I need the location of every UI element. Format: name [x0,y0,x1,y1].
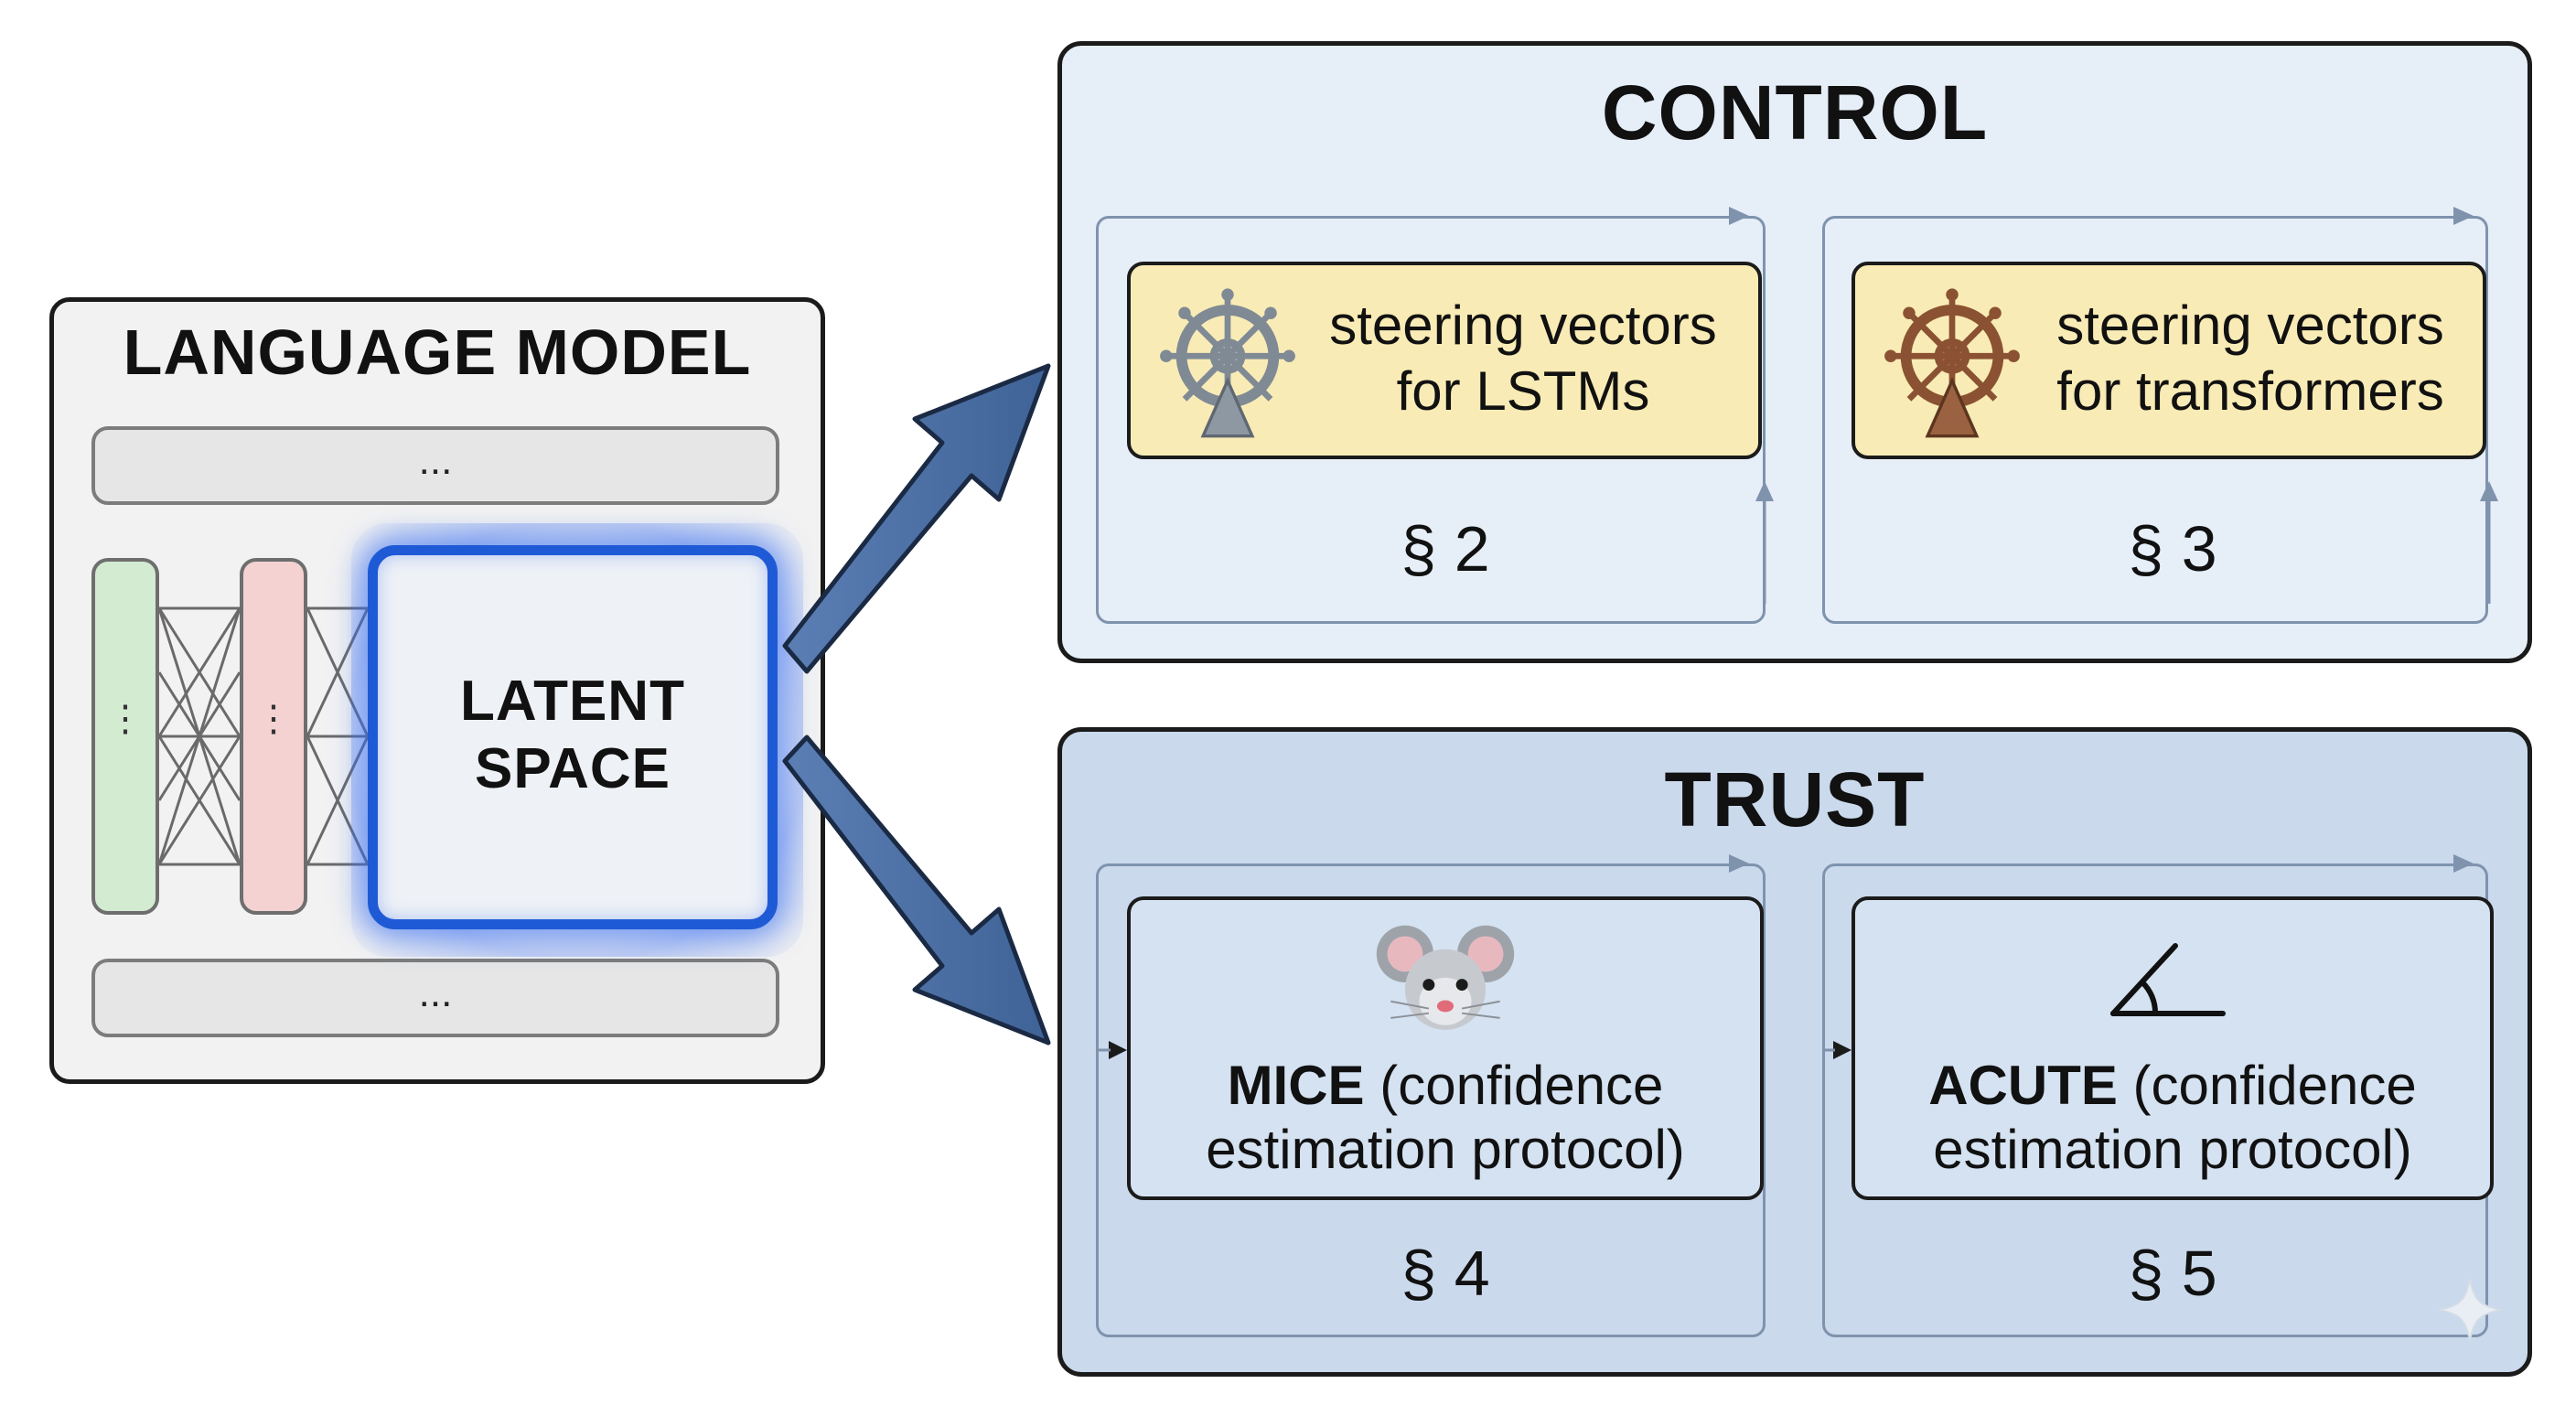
arrow-to-control [782,363,1051,674]
latent-space-label: LATENT SPACE [368,668,778,803]
section-4-label: § 4 [1401,1238,1490,1309]
hidden-layer: ⋮ [240,558,307,915]
control-title: CONTROL [1601,70,1989,156]
arrow-to-trust [782,735,1051,1046]
section-5-label: § 5 [2128,1238,2217,1309]
control-transformer-frame [1822,216,2488,624]
section-2-label: § 2 [1401,513,1490,585]
top-layer-ellipsis: ... [91,426,779,505]
trust-title: TRUST [1664,756,1926,842]
mouse-icon [1376,925,1515,1030]
mice-desc-line2: estimation protocol) [1206,1119,1685,1180]
steering-lstm-line2: for LSTMs [1396,360,1650,422]
steering-transformer-line2: for transformers [2056,360,2444,422]
steering-lstm-label: steering vectors for LSTMs [1299,293,1747,424]
language-model-title: LANGUAGE MODEL [123,316,752,388]
section-3-label: § 3 [2128,513,2217,585]
steering-lstm-line1: steering vectors [1329,295,1717,356]
ship-wheel-icon [1160,288,1295,438]
sparkle-icon [2438,1278,2502,1342]
latent-label-line2: SPACE [474,737,671,800]
control-lstm-frame [1096,216,1766,624]
acute-desc-line2: estimation protocol) [1933,1119,2412,1180]
angle-icon [2110,943,2226,1016]
input-layer: ⋮ [91,558,159,915]
acute-label: ACUTE (confidence estimation protocol) [1852,1054,2494,1182]
mice-label: MICE (confidence estimation protocol) [1127,1054,1764,1182]
acute-desc-line1: (confidence [2117,1055,2417,1116]
neural-connections [157,606,370,866]
bottom-layer-ellipsis: ... [91,959,779,1037]
acute-name: ACUTE [1928,1055,2118,1116]
mice-desc-line1: (confidence [1364,1055,1664,1116]
steering-transformer-label: steering vectors for transformers [2022,293,2479,424]
steering-transformer-line1: steering vectors [2056,295,2444,356]
ship-wheel-brown [1884,288,2020,438]
mice-card [1127,896,1764,1200]
ship-wheel-icon [1884,288,2020,438]
latent-space-box [368,545,778,929]
mice-name: MICE [1227,1055,1365,1116]
ship-wheel-gray [1160,288,1295,438]
latent-label-line1: LATENT [460,670,685,733]
trust-mice-frame [1096,863,1766,1337]
arrows [782,363,1051,1046]
